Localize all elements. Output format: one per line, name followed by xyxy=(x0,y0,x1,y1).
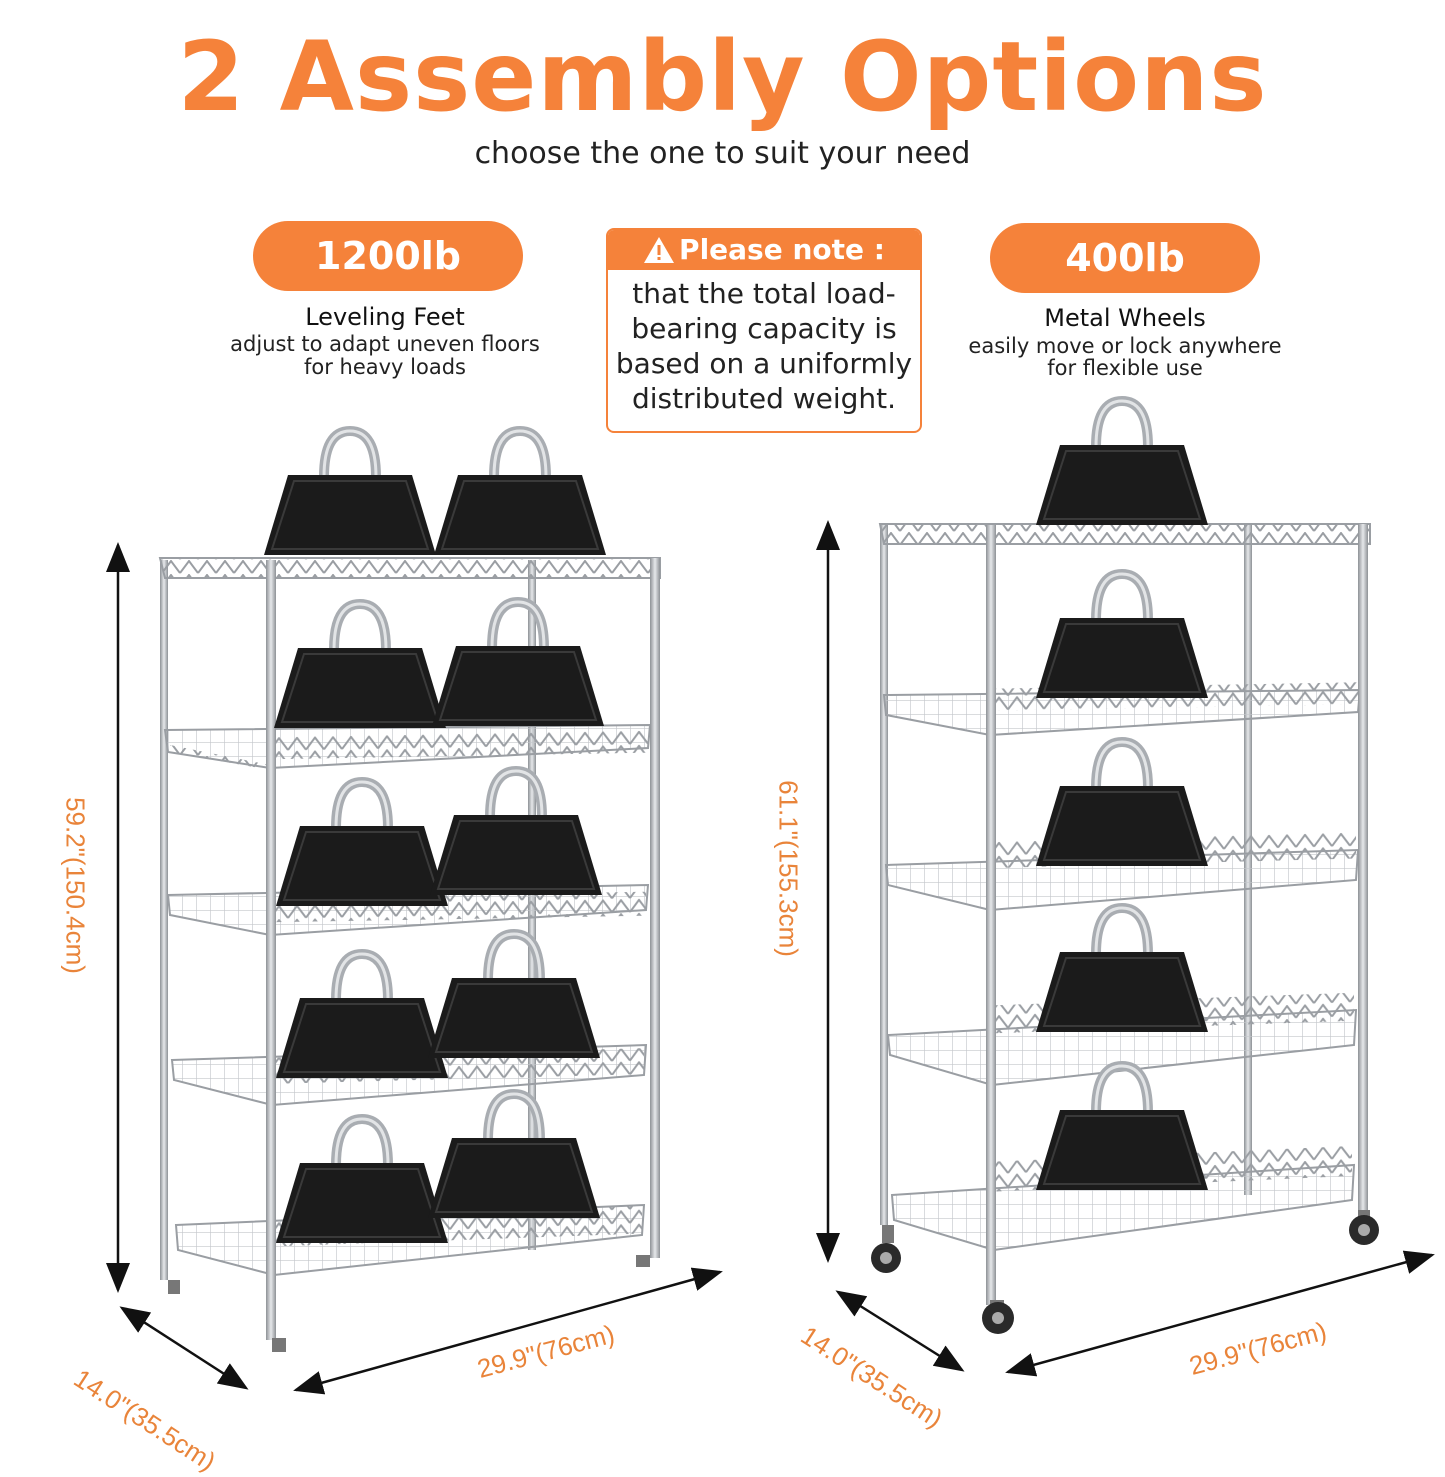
weight-icon xyxy=(1036,574,1208,698)
note-line-4: distributed weight. xyxy=(631,382,897,415)
weight-icon xyxy=(276,954,448,1078)
rack-illustration xyxy=(106,0,1435,1395)
note-line-1: that the total load- xyxy=(632,277,896,310)
note-box: Please note : that the total load- beari… xyxy=(606,228,922,433)
left-weights xyxy=(264,431,606,1243)
wheel-icon xyxy=(982,1300,1014,1334)
option-name-metal-wheels: Metal Wheels xyxy=(1044,304,1206,332)
option-desc-leveling-line1: adjust to adapt uneven floors xyxy=(230,332,540,356)
note-heading-text: Please note : xyxy=(679,233,885,266)
wheel-icon xyxy=(871,1225,901,1273)
weight-icon xyxy=(432,602,604,726)
warning-icon xyxy=(644,237,675,263)
option-name-leveling-feet: Leveling Feet xyxy=(305,303,465,331)
option-desc-wheels-line2: for flexible use xyxy=(1047,356,1203,380)
weight-icon xyxy=(274,604,446,728)
weight-icon xyxy=(428,934,600,1058)
note-body: that the total load- bearing capacity is… xyxy=(608,270,920,416)
weight-badge-400lb: 400lb xyxy=(990,223,1260,293)
note-line-2: bearing capacity is xyxy=(631,312,897,345)
left-height-label: 59.2"(150.4cm) xyxy=(60,797,91,974)
weight-icon xyxy=(1036,1066,1208,1190)
weight-icon xyxy=(1036,742,1208,866)
weight-icon xyxy=(264,431,436,555)
option-desc-wheels-line1: easily move or lock anywhere xyxy=(968,334,1282,358)
note-line-3: based on a uniformly xyxy=(615,347,913,380)
weight-icon xyxy=(1036,401,1208,525)
weight-icon xyxy=(428,1094,600,1218)
wheel-icon xyxy=(1349,1210,1379,1245)
note-heading: Please note : xyxy=(608,230,920,270)
weight-icon xyxy=(276,782,448,906)
weight-icon xyxy=(430,771,602,895)
weight-icon xyxy=(434,431,606,555)
weight-icon xyxy=(276,1119,448,1243)
dimension-arrows xyxy=(106,520,1435,1395)
weight-icon xyxy=(1036,908,1208,1032)
page-subtitle: choose the one to suit your need xyxy=(474,136,971,171)
option-desc-leveling-line2: for heavy loads xyxy=(303,355,466,379)
right-height-label: 61.1"(155.3cm) xyxy=(773,780,804,957)
weight-badge-1200lb: 1200lb xyxy=(253,221,523,291)
page-title: 2 Assembly Options xyxy=(177,21,1268,133)
